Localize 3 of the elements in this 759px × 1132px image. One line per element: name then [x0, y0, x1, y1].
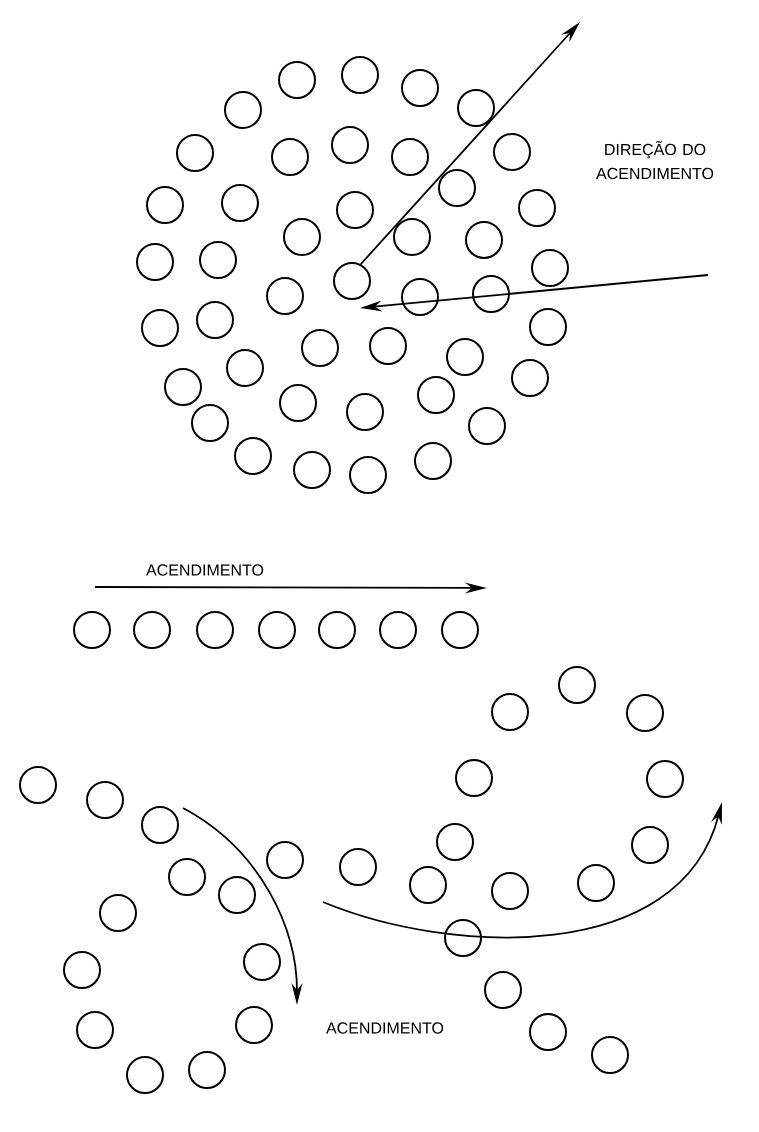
- direction-label: ACENDIMENTO: [326, 1022, 444, 1034]
- direction-label: ACENDIMENTO: [146, 564, 264, 576]
- direction-label: DIREÇÃO DO ACENDIMENTO: [596, 140, 714, 180]
